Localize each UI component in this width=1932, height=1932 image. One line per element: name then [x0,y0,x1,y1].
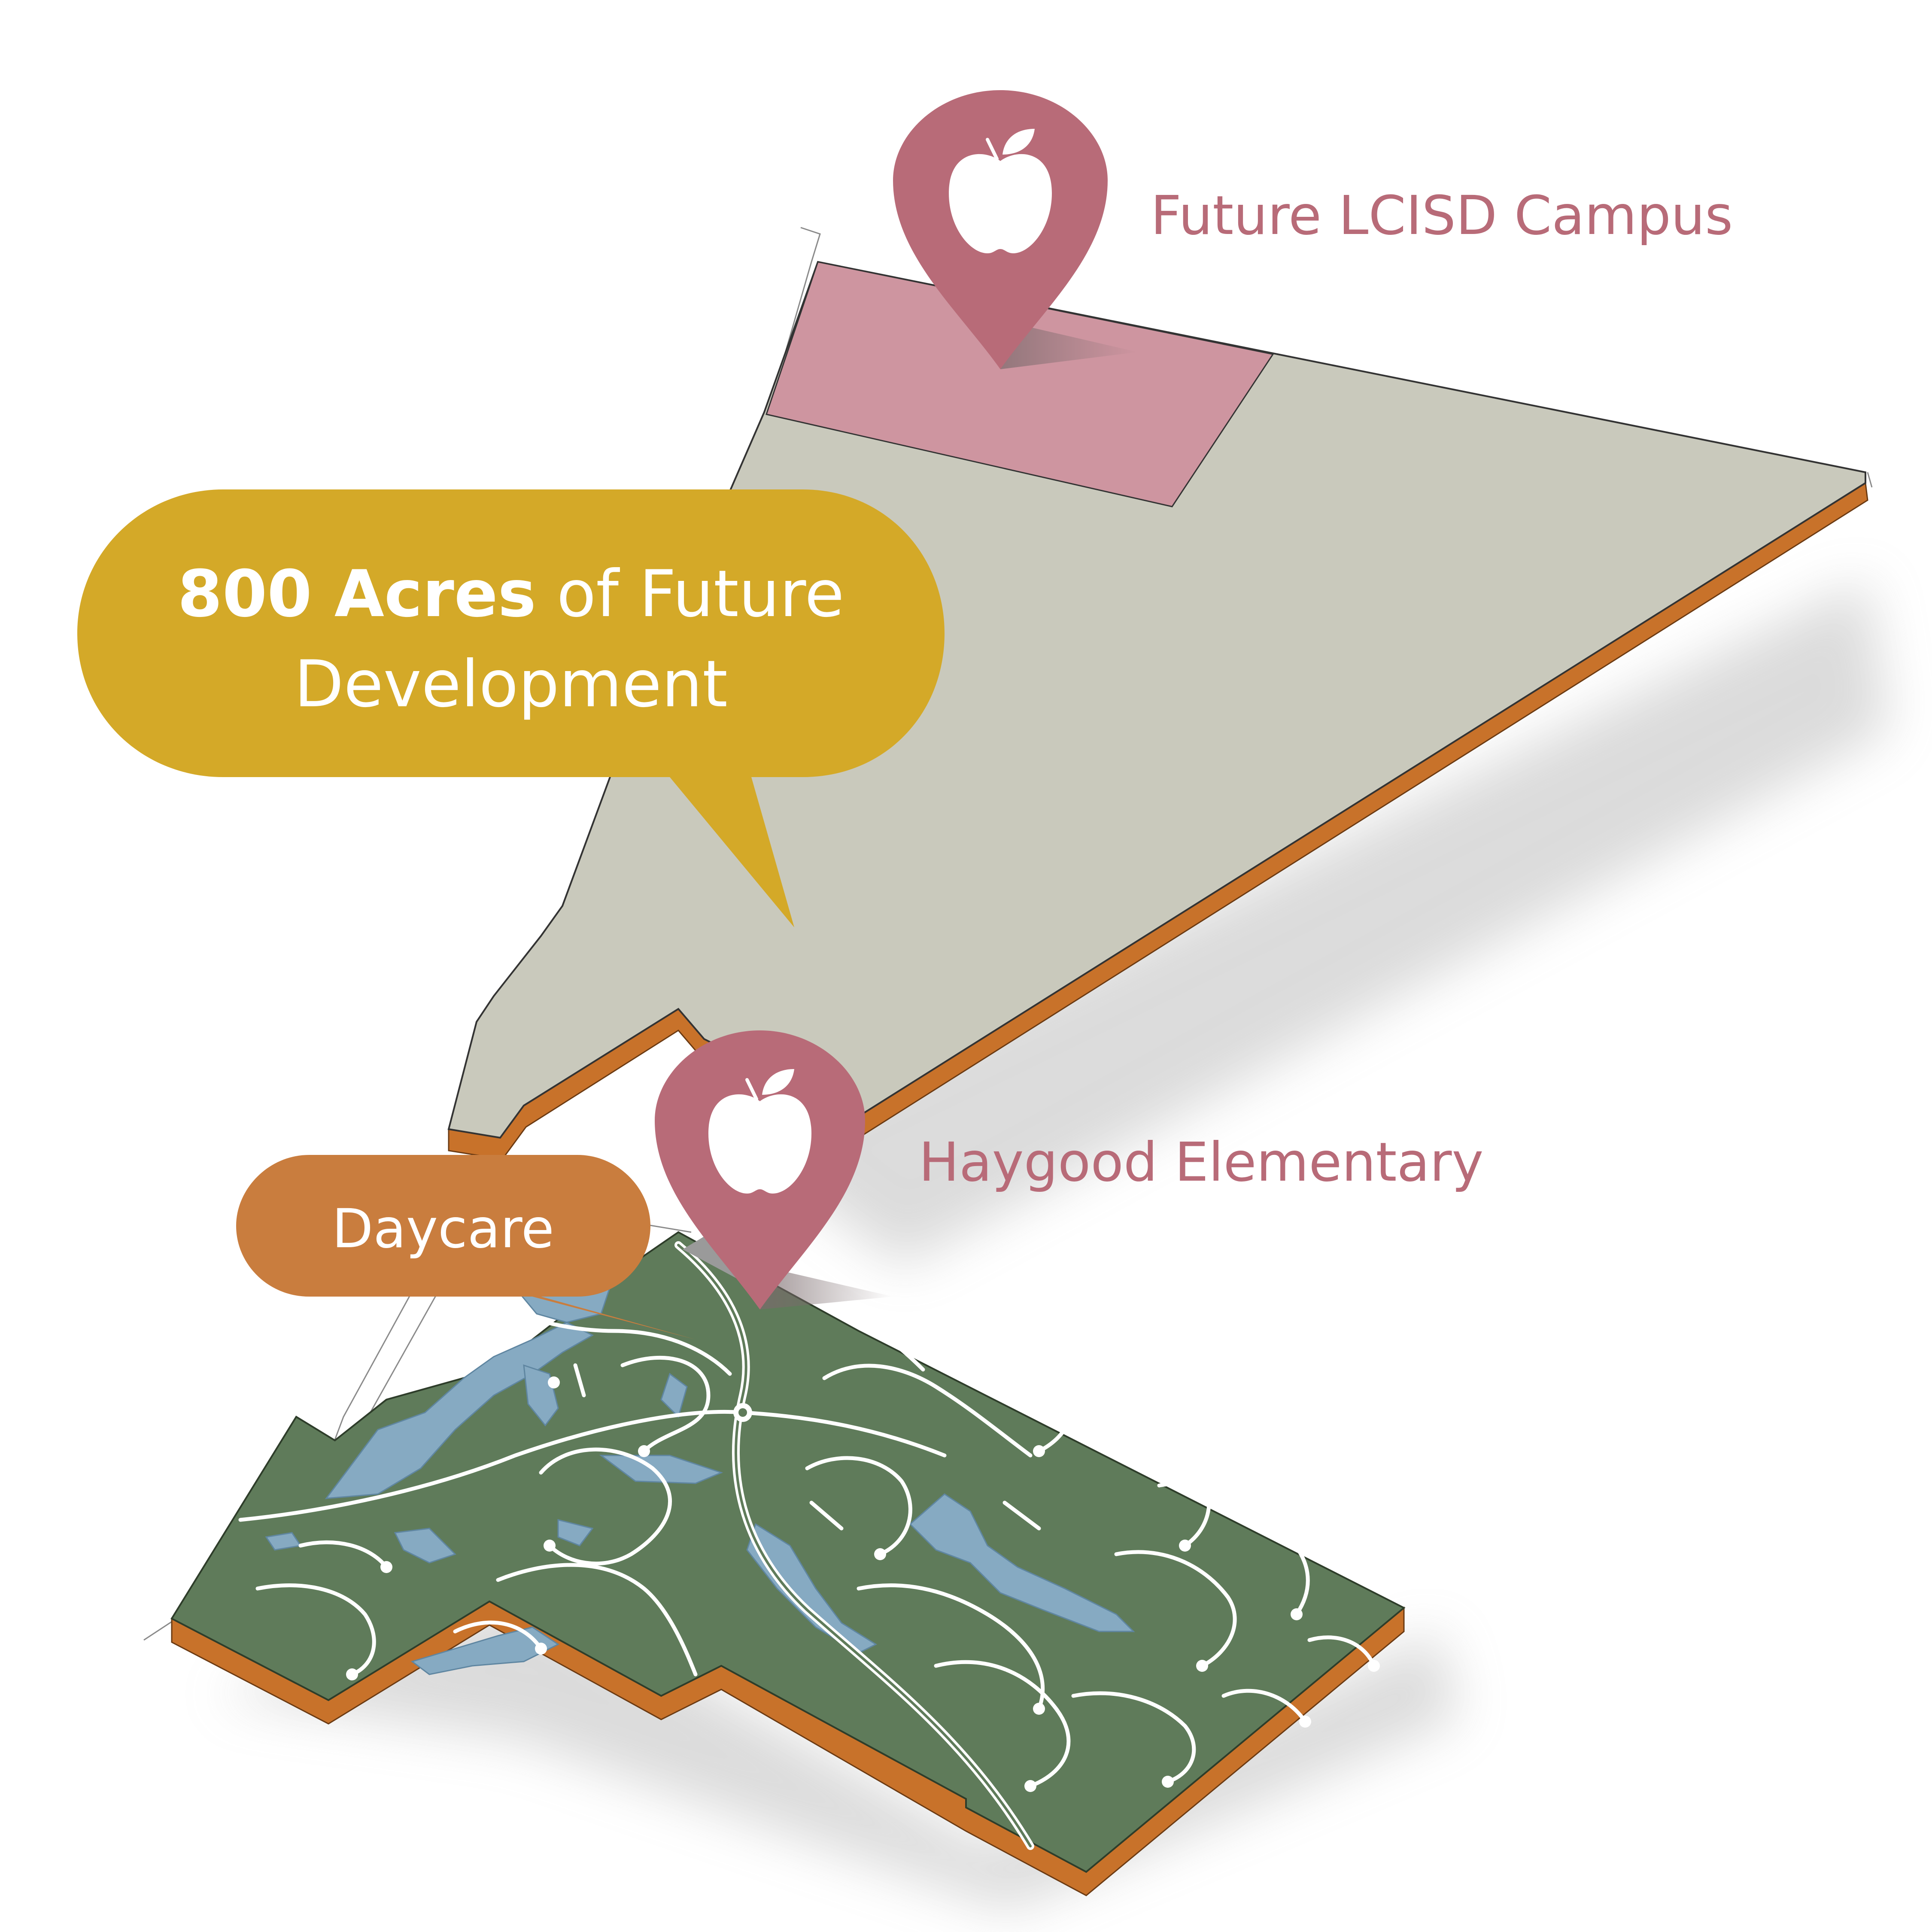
callout-bubble [77,489,945,927]
development-text: Development [294,647,728,722]
elementary-marker[interactable] [655,1030,893,1309]
water-features [265,1283,1135,1675]
apple-icon [949,129,1052,253]
callout-bubble [236,1155,696,1340]
svg-text:800 Acres of Future: 800 Acres of Future [178,557,844,632]
acreage-text: 800 Acres [178,557,536,632]
elementary-label: Haygood Elementary [919,1131,1483,1194]
campus-label: Future LCISD Campus [1151,185,1733,247]
road-network [238,1241,1376,1850]
development-callout: 800 Acres of Future Development [77,489,945,927]
cul-de-sacs [346,1376,1380,1792]
marker-shadow [760,1271,893,1309]
daycare-label: Daycare [332,1198,554,1260]
marker-shadow [1000,326,1138,369]
daycare-callout: Daycare [236,1155,696,1340]
development-parcel [447,261,1866,1139]
campus-marker[interactable] [893,90,1138,369]
apple-icon [708,1069,811,1194]
campus-zone [766,261,1274,507]
future-text: of Future [536,557,844,632]
